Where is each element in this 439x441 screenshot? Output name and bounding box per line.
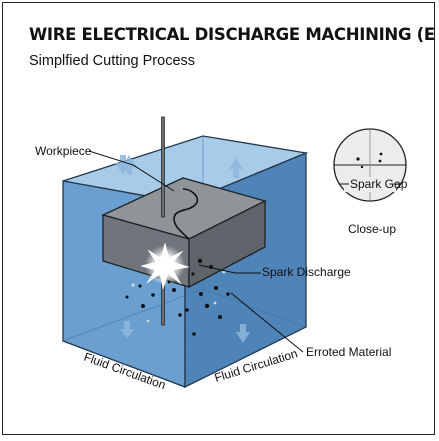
spark-leader [198, 264, 261, 274]
workpiece-side [188, 199, 266, 289]
workpiece-leader [88, 150, 175, 192]
spark-discharge-icon [140, 242, 190, 290]
cut-path [173, 188, 199, 240]
up-arrow-icon [229, 158, 243, 178]
spark-discharge-label: Spark Discharge [262, 265, 351, 279]
up-arrow-icon [122, 155, 137, 175]
diagram-title: WIRE ELECTRICAL DISCHARGE MACHINING (EDM… [29, 25, 435, 44]
circulation-arrows [115, 155, 250, 343]
workpiece-label: Workpiece [35, 144, 92, 158]
erroted-leader [230, 292, 304, 353]
wire-top [161, 116, 165, 218]
eroded-particles [125, 258, 230, 336]
up-arrow-icon [115, 155, 131, 175]
leader-lines [88, 150, 304, 353]
down-arrow-icon [236, 324, 250, 343]
eroded-particles-light [131, 270, 226, 323]
erroted-material-label: Erroted Material [306, 345, 391, 359]
spark-gap-label: Spark Gap [350, 177, 408, 191]
down-arrow-icon [120, 321, 134, 339]
diagram-subtitle: Simplfied Cutting Process [29, 53, 196, 69]
diagram-frame: WIRE ELECTRICAL DISCHARGE MACHINING (EDM… [2, 2, 435, 435]
edm-diagram: Workpiece Spark Discharge Erroted Materi… [35, 116, 408, 392]
closeup-inset: Spark Gap Close-up [333, 128, 408, 236]
closeup-label: Close-up [348, 222, 396, 236]
